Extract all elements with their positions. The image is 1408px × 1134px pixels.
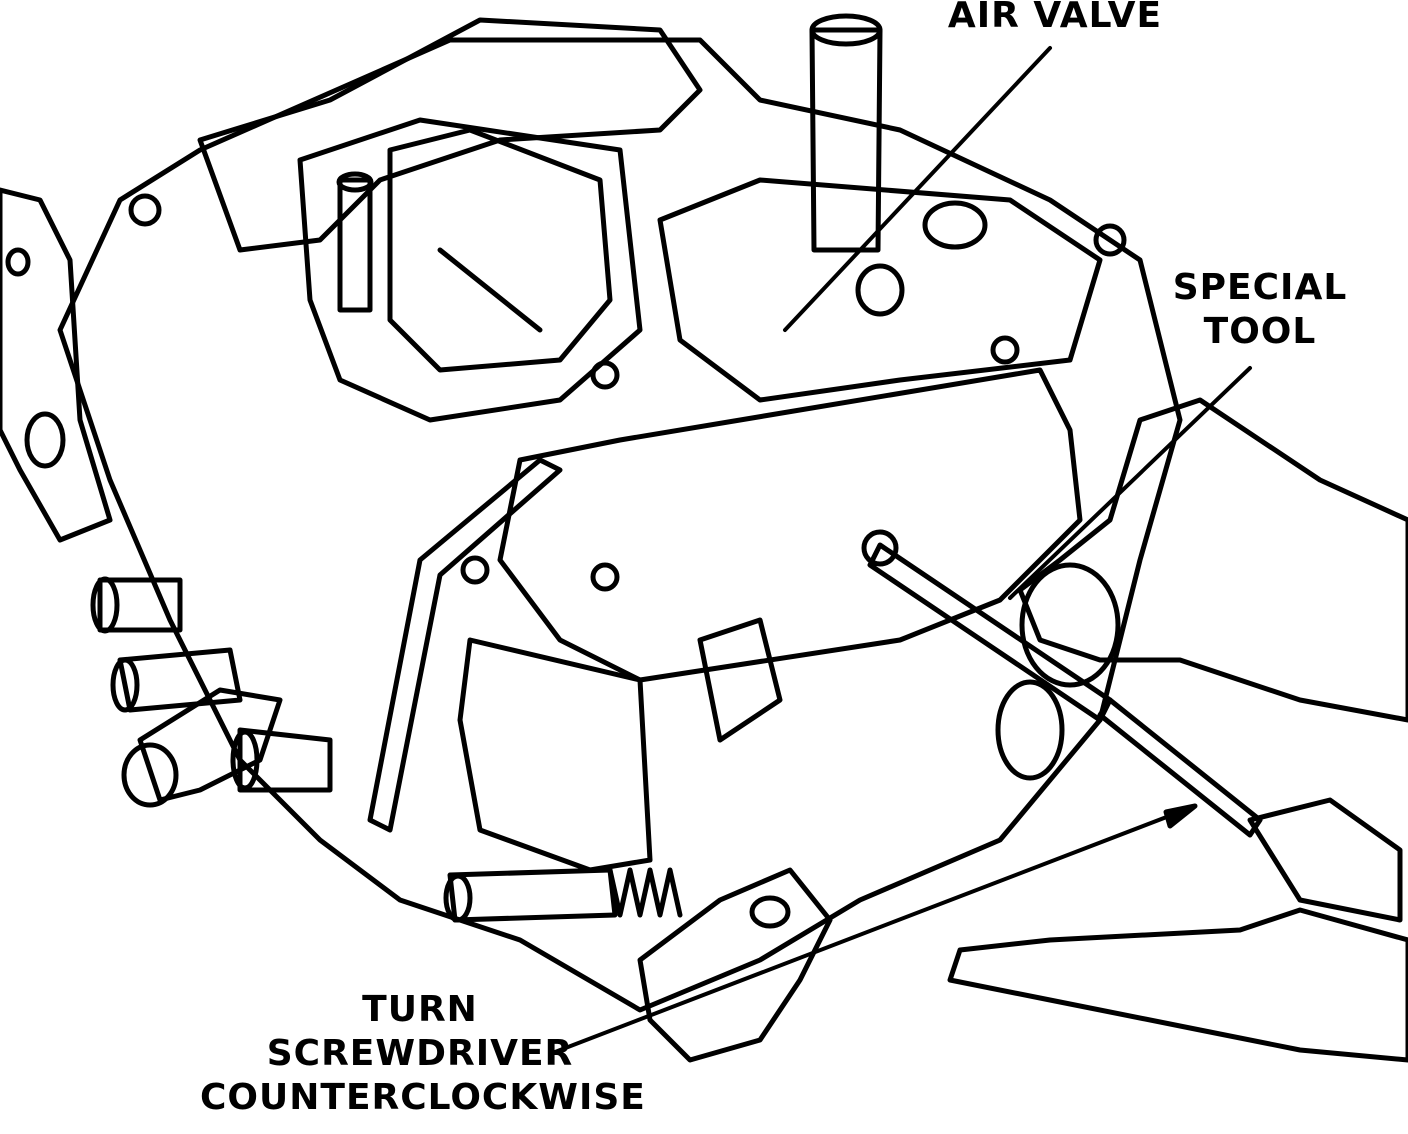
turn-screwdriver-label-line3: COUNTERCLOCKWISE [200,1077,646,1118]
idle-screw [447,867,618,923]
carburetor-body-outline [57,37,1183,1013]
fitting-1 [97,577,183,633]
air-horn-cover [197,17,703,253]
left-bracket-hole-2 [5,247,31,277]
fitting-2 [117,647,243,713]
air-horn-inner [297,117,643,423]
turn-screwdriver-label-line1: TURN [362,989,478,1030]
float-bowl-cover [497,367,1083,683]
shaft-end [861,529,899,567]
special-tool-label: SPECIAL TOOL [1160,266,1360,354]
bolt-4 [990,335,1020,365]
vent-tube-left-top [336,171,374,193]
bolt-5 [128,193,162,227]
throttle-lever-hole [749,895,791,929]
choke-plate [387,127,613,373]
fitting-3-end [230,729,260,791]
bolt-3 [590,562,620,592]
bolt-1 [590,360,620,390]
front-bowl [457,637,653,873]
vertical-tube [809,27,883,253]
vent-tube-left [337,177,373,313]
thumb [1019,562,1121,688]
elbow-fitting-end [121,742,179,808]
arrowhead-turn-screwdriver [1163,803,1198,829]
linkage-rod-2 [697,617,783,743]
linkage-rod-1 [367,457,563,833]
throttle-lever [637,867,833,1063]
spring [607,867,683,918]
turn-screwdriver-label: TURN SCREWDRIVER COUNTERCLOCKWISE [200,988,646,1120]
idle-screw-head [443,873,473,923]
fitting-2-end [110,657,140,713]
special-tool-label-line1: SPECIAL [1172,267,1348,308]
tool-knob [995,679,1065,781]
leader-line-special-tool [1008,366,1252,600]
special-tool-rod [867,542,1113,723]
screwdriver-shaft [1097,697,1263,838]
air-valve-boss [855,263,905,317]
bolt-6 [1093,223,1127,257]
fitting-3 [237,727,333,793]
choke-shaft-line [437,247,543,333]
fitting-1-end [90,576,120,634]
left-bracket [0,187,113,543]
air-valve-label: AIR VALVE [925,0,1185,38]
leader-line-turn-screwdriver [553,806,1192,1054]
hand-lower [947,907,1408,1063]
air-valve-port [922,200,988,250]
leader-line-air-valve [783,46,1052,332]
turn-screwdriver-label-line2: SCREWDRIVER [266,1033,574,1074]
bolt-2 [460,555,490,585]
screwdriver-handle [1247,797,1403,923]
special-tool-label-line2: TOOL [1203,311,1317,352]
left-bracket-hole [24,411,66,469]
vertical-tube-top [809,13,883,47]
air-valve-label-text: AIR VALVE [947,0,1163,36]
hand-upper [1017,397,1408,723]
air-valve-housing [657,177,1103,403]
